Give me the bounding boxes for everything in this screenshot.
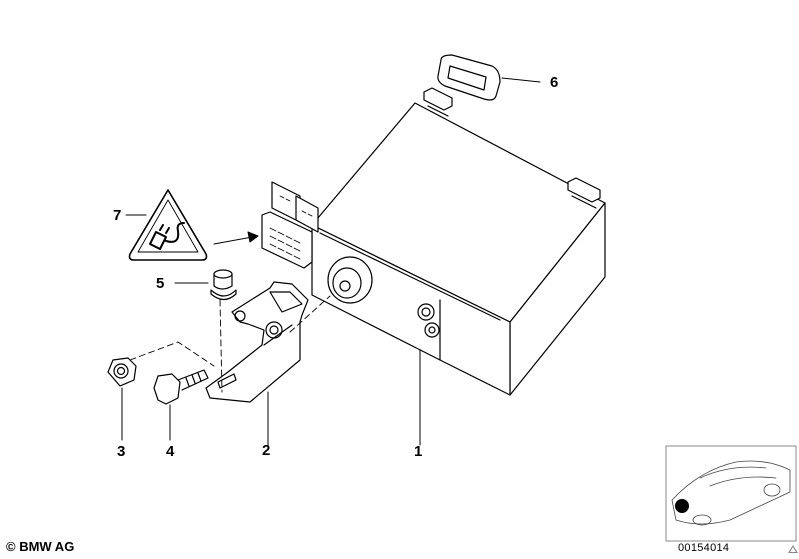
callout-6: 6 [550, 74, 559, 91]
location-marker [675, 499, 689, 513]
warning-triangle-icon [128, 189, 208, 261]
diagram-number: 00154014 [678, 542, 730, 554]
callout-7: 7 [113, 207, 122, 224]
control-unit [261, 87, 606, 396]
copyright-text: © BMW AG [6, 539, 75, 554]
mounting-bracket [205, 281, 309, 403]
callout-4: 4 [166, 443, 175, 460]
stud-bushing [210, 269, 237, 301]
callout-1: 1 [414, 443, 423, 460]
hex-nut [107, 357, 137, 387]
callout-3: 3 [117, 443, 126, 460]
car-thumbnail-icon [665, 445, 797, 542]
callout-5: 5 [156, 275, 165, 292]
hex-bolt [153, 369, 209, 405]
small-triangle-icon [788, 545, 798, 553]
rubber-cap [437, 54, 501, 101]
callout-2: 2 [262, 442, 271, 459]
plug-icon [149, 222, 185, 250]
